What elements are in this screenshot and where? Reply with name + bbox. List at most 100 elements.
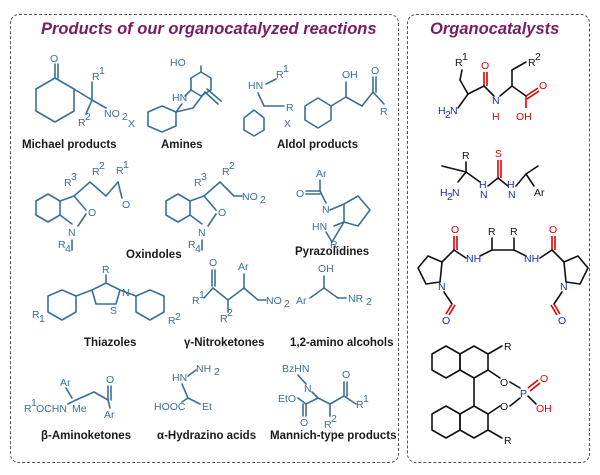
svg-text:Me: Me <box>72 403 87 415</box>
svg-text:3: 3 <box>201 171 207 183</box>
svg-text:R: R <box>504 341 512 353</box>
svg-text:NR: NR <box>348 293 364 305</box>
svg-text:R: R <box>276 69 284 81</box>
svg-text:Ar: Ar <box>60 377 71 389</box>
svg-text:X: X <box>128 118 135 130</box>
svg-text:4: 4 <box>195 243 201 255</box>
svg-text:H: H <box>507 179 515 191</box>
svg-text:N: N <box>198 227 206 239</box>
caption-beta-aminoketones: β-Aminoketones <box>41 430 132 442</box>
svg-text:2: 2 <box>260 194 266 206</box>
svg-text:N: N <box>304 383 312 395</box>
svg-text:HN: HN <box>172 92 187 104</box>
svg-text:2: 2 <box>535 51 541 63</box>
svg-text:1: 1 <box>199 289 205 301</box>
svg-text:Ar: Ar <box>238 261 249 273</box>
svg-text:P: P <box>520 388 527 400</box>
svg-text:2: 2 <box>85 111 91 123</box>
svg-text:R: R <box>168 315 176 327</box>
svg-text:R: R <box>194 177 202 189</box>
svg-text:Ar: Ar <box>316 168 327 180</box>
svg-text:O: O <box>500 377 508 389</box>
catalyst-bis-prolinamide: R R NH NH O N O O N O <box>417 224 589 327</box>
svg-text:EtO: EtO <box>278 393 296 405</box>
caption-mannich-products: Mannich-type products <box>270 430 397 442</box>
svg-text:R: R <box>324 419 332 431</box>
svg-text:R: R <box>92 166 100 178</box>
svg-text:Ar: Ar <box>104 409 115 421</box>
svg-text:2: 2 <box>122 111 128 123</box>
svg-text:OH: OH <box>318 263 334 275</box>
svg-text:X: X <box>284 118 291 130</box>
svg-text:Ar: Ar <box>296 295 307 307</box>
svg-text:1: 1 <box>31 397 37 409</box>
caption-aldol-products: Aldol products <box>277 139 359 151</box>
caption-gamma-nitroketones: γ-Nitroketones <box>184 337 265 349</box>
svg-text:R: R <box>192 295 200 307</box>
svg-text:2: 2 <box>284 298 290 310</box>
svg-text:S: S <box>110 305 117 317</box>
svg-text:O: O <box>442 315 450 327</box>
svg-text:1: 1 <box>462 51 468 63</box>
svg-text:1: 1 <box>123 159 129 171</box>
svg-text:R: R <box>116 165 124 177</box>
svg-text:OCHN: OCHN <box>36 403 67 415</box>
svg-text:O: O <box>371 65 379 77</box>
svg-text:O: O <box>539 80 547 92</box>
svg-text:HOOC: HOOC <box>154 401 186 413</box>
svg-text:OH: OH <box>342 69 358 81</box>
svg-text:R: R <box>380 106 388 118</box>
svg-text:NH: NH <box>196 363 211 375</box>
svg-text:2: 2 <box>99 160 105 172</box>
svg-text:R: R <box>58 239 66 251</box>
svg-text:N: N <box>438 281 446 293</box>
svg-text:2: 2 <box>214 366 220 378</box>
svg-text:NO: NO <box>104 108 120 120</box>
svg-text:O: O <box>558 315 566 327</box>
svg-text:1: 1 <box>39 313 45 325</box>
svg-text:R: R <box>488 226 496 238</box>
svg-text:N: N <box>322 204 330 216</box>
svg-text:O: O <box>451 224 459 236</box>
caption-pyrazolidines: Pyrazolidines <box>295 246 370 258</box>
svg-text:N: N <box>560 281 568 293</box>
svg-text:H: H <box>479 179 487 191</box>
svg-text:N: N <box>508 189 516 201</box>
structure-aldol-product: X OH O R <box>284 65 388 130</box>
organocatalysts-panel <box>407 14 590 463</box>
svg-text:R: R <box>504 435 512 447</box>
svg-text:Ar: Ar <box>534 187 545 199</box>
svg-text:N: N <box>450 105 458 117</box>
svg-text:1: 1 <box>363 393 369 405</box>
products-panel <box>10 14 399 463</box>
catalyst-binol-phosphoric-acid: R R O O P O OH <box>431 341 552 447</box>
svg-text:HN: HN <box>172 372 187 384</box>
svg-text:R: R <box>102 264 110 276</box>
caption-hydrazino-acids: α-Hydrazino acids <box>157 430 257 442</box>
svg-text:2: 2 <box>175 311 181 323</box>
svg-text:N: N <box>492 95 500 107</box>
svg-text:R: R <box>286 102 294 114</box>
svg-text:O: O <box>549 224 557 236</box>
svg-text:O: O <box>218 207 226 219</box>
svg-text:4: 4 <box>65 243 71 255</box>
svg-text:OH: OH <box>516 111 532 123</box>
svg-text:O: O <box>540 373 548 385</box>
svg-text:Et: Et <box>202 401 212 413</box>
organocatalysts-title: Organocatalysts <box>430 20 560 38</box>
svg-text:O: O <box>50 53 58 65</box>
svg-text:R: R <box>64 177 72 189</box>
svg-text:O: O <box>106 374 114 386</box>
caption-amines: Amines <box>161 139 203 151</box>
svg-text:O: O <box>296 188 304 200</box>
